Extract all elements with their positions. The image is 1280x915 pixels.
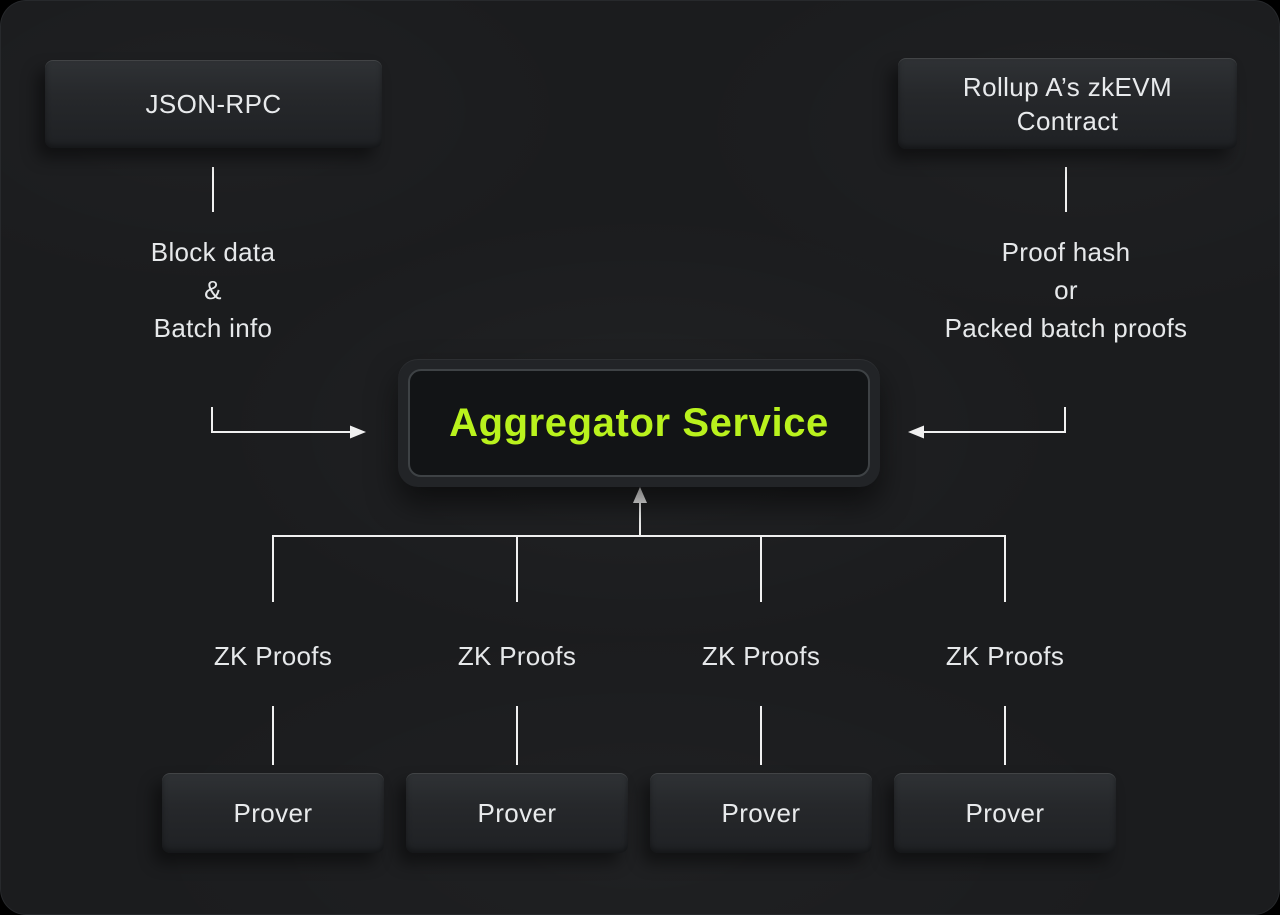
label-zk-proofs-1: ZK Proofs [213, 641, 333, 671]
node-prover-4-label: Prover [965, 798, 1045, 828]
node-rollup-contract: Rollup A’s zkEVM Contract [898, 49, 1246, 149]
label-zk-proofs-3: ZK Proofs [701, 641, 821, 671]
label-zk-proofs-2: ZK Proofs [457, 641, 577, 671]
node-rollup-contract-label-line1: Rollup A’s zkEVM [962, 71, 1173, 102]
node-prover-1: Prover [162, 764, 393, 853]
node-prover-4: Prover [894, 764, 1125, 853]
annotation-right-flow: Proof hash or Packed batch proofs [915, 233, 1217, 347]
node-prover-2: Prover [406, 764, 637, 853]
annotation-left-line1: Block data [150, 237, 276, 267]
node-prover-2-label: Prover [477, 798, 557, 828]
arrowhead-left-icon [908, 425, 924, 439]
node-prover-3: Prover [650, 764, 881, 853]
annotation-left-line2: & [204, 275, 222, 305]
node-json-rpc: JSON-RPC [45, 51, 391, 148]
node-aggregator-service-label: Aggregator Service [449, 400, 829, 445]
annotation-left-flow: Block data & Batch info [63, 233, 363, 347]
node-prover-1-label: Prover [233, 798, 313, 828]
node-aggregator-service: Aggregator Service [388, 349, 890, 497]
arrowhead-right-icon [350, 425, 366, 439]
node-prover-3-label: Prover [721, 798, 801, 828]
node-rollup-contract-label-line2: Contract [1016, 105, 1119, 136]
label-zk-proofs-4: ZK Proofs [945, 641, 1065, 671]
node-aggregator-service-inner: Aggregator Service [408, 369, 870, 477]
arrowhead-up-icon [633, 487, 647, 503]
annotation-right-line2: or [1054, 275, 1078, 305]
annotation-right-line1: Proof hash [1001, 237, 1131, 267]
annotation-left-line3: Batch info [153, 313, 273, 343]
node-json-rpc-label: JSON-RPC [145, 89, 282, 119]
annotation-right-line3: Packed batch proofs [944, 313, 1188, 343]
